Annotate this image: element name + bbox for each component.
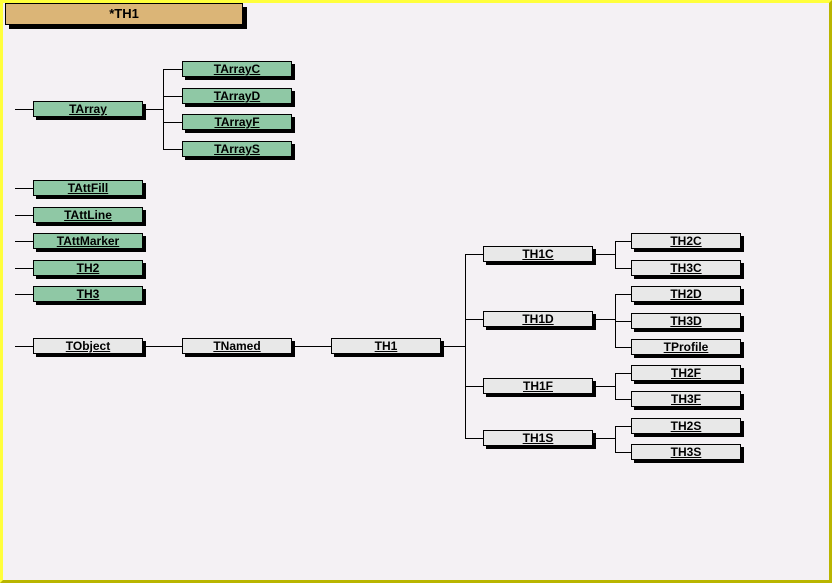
class-node-tprofile[interactable]: TProfile	[631, 339, 741, 355]
connector-line	[465, 254, 466, 439]
connector-line	[593, 254, 615, 255]
connector-line	[465, 319, 483, 320]
connector-line	[163, 96, 182, 97]
connector-line	[163, 69, 164, 150]
class-node-tobject[interactable]: TObject	[33, 338, 143, 354]
class-node-th1f[interactable]: TH1F	[483, 378, 593, 394]
class-node-tarray[interactable]: TArray	[33, 101, 143, 117]
class-node-tnamed[interactable]: TNamed	[182, 338, 292, 354]
connector-line	[615, 399, 631, 400]
class-node-th3c[interactable]: TH3C	[631, 260, 741, 276]
class-node-th2f[interactable]: TH2F	[631, 365, 741, 381]
class-label: TProfile	[663, 340, 709, 354]
class-node-tarrayf[interactable]: TArrayF	[182, 114, 292, 130]
class-label: TH3	[76, 287, 100, 301]
class-label: TArrayF	[214, 115, 260, 129]
class-label: TH1S	[522, 431, 554, 445]
connector-line	[615, 373, 631, 374]
class-label: TH2D	[670, 287, 702, 301]
connector-line	[615, 452, 631, 453]
class-label: TH3S	[670, 445, 702, 459]
connector-line	[593, 386, 615, 387]
class-node-th1[interactable]: TH1	[331, 338, 441, 354]
class-node-th3d[interactable]: TH3D	[631, 313, 741, 329]
class-label: TH2S	[670, 419, 702, 433]
class-node-th3[interactable]: TH3	[33, 286, 143, 302]
class-node-th2d[interactable]: TH2D	[631, 286, 741, 302]
connector-line	[143, 346, 182, 347]
class-label: TH2C	[670, 234, 702, 248]
connector-line	[163, 69, 182, 70]
connector-line	[15, 109, 33, 110]
connector-line	[15, 241, 33, 242]
connector-line	[292, 346, 331, 347]
class-node-th3s[interactable]: TH3S	[631, 444, 741, 460]
connector-line	[15, 215, 33, 216]
class-label: TH1C	[522, 247, 554, 261]
class-node-th1d[interactable]: TH1D	[483, 311, 593, 327]
class-node-tattmarker[interactable]: TAttMarker	[33, 233, 143, 249]
connector-line	[441, 346, 465, 347]
class-node-tarrayd[interactable]: TArrayD	[182, 88, 292, 104]
connector-line	[15, 346, 33, 347]
connector-line	[465, 386, 483, 387]
class-node-th2[interactable]: TH2	[33, 260, 143, 276]
class-label: TH3F	[671, 392, 701, 406]
connector-line	[465, 254, 483, 255]
connector-line	[15, 188, 33, 189]
class-label: TH1D	[522, 312, 554, 326]
class-label: TArrayC	[213, 62, 261, 76]
class-node-th2c[interactable]: TH2C	[631, 233, 741, 249]
connector-line	[615, 241, 616, 269]
class-label: TH3C	[670, 261, 702, 275]
class-node-tarrays[interactable]: TArrayS	[182, 141, 292, 157]
class-label: TAttMarker	[56, 234, 120, 248]
class-node-th1c[interactable]: TH1C	[483, 246, 593, 262]
class-node-tattline[interactable]: TAttLine	[33, 207, 143, 223]
class-label: TAttLine	[64, 208, 112, 222]
page-title-label: *TH1	[109, 6, 139, 21]
class-label: TH3D	[670, 314, 702, 328]
class-label: TH2F	[671, 366, 701, 380]
connector-line	[143, 109, 163, 110]
class-label: TH1	[374, 339, 398, 353]
connector-line	[615, 426, 616, 453]
connector-line	[615, 241, 631, 242]
connector-line	[15, 294, 33, 295]
connector-line	[593, 319, 615, 320]
connector-line	[615, 321, 631, 322]
connector-line	[615, 373, 616, 400]
class-label: TAttFill	[67, 181, 109, 195]
connector-line	[615, 294, 631, 295]
class-label: TNamed	[213, 339, 261, 353]
class-label: TH2	[76, 261, 100, 275]
class-label: TObject	[65, 339, 111, 353]
connector-line	[465, 438, 483, 439]
class-label: TH1F	[523, 379, 553, 393]
class-node-th3f[interactable]: TH3F	[631, 391, 741, 407]
connector-line	[615, 426, 631, 427]
class-label: TArrayS	[214, 142, 260, 156]
class-node-th2s[interactable]: TH2S	[631, 418, 741, 434]
class-label: TArray	[69, 102, 107, 116]
page-title: *TH1	[5, 3, 243, 25]
class-label: TArrayD	[213, 89, 261, 103]
connector-line	[615, 347, 631, 348]
class-node-tattfill[interactable]: TAttFill	[33, 180, 143, 196]
class-node-tarrayc[interactable]: TArrayC	[182, 61, 292, 77]
connector-line	[615, 268, 631, 269]
connector-line	[163, 149, 182, 150]
connector-line	[163, 122, 182, 123]
connector-line	[593, 438, 615, 439]
connector-line	[15, 268, 33, 269]
class-node-th1s[interactable]: TH1S	[483, 430, 593, 446]
